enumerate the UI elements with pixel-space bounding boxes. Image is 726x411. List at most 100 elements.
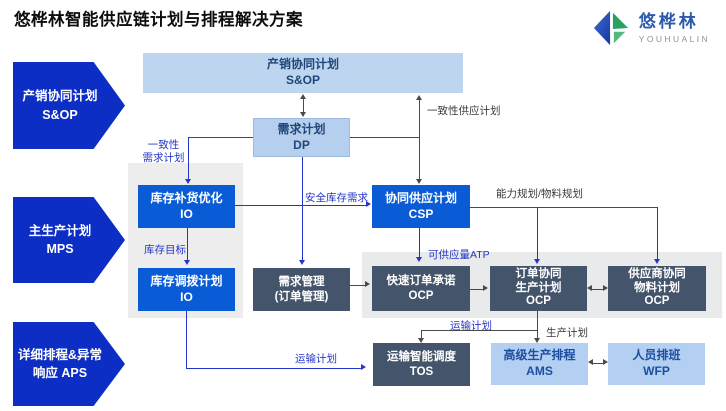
connector-io2-tos-h <box>186 368 361 369</box>
logo-text: 悠桦林 YOUHUALIN <box>639 13 710 44</box>
connector-dm-ocp1 <box>350 285 365 286</box>
arrowhead-into-csp <box>416 179 422 184</box>
logo-name-cn: 悠桦林 <box>638 11 699 31</box>
box-csp-line1: 协同供应计划 <box>384 190 457 205</box>
box-dp-line2: DP <box>293 137 310 152</box>
label-capacity-material: 能力规划/物料规划 <box>496 188 583 200</box>
arrowhead-wfp-ams <box>588 359 593 365</box>
arrowhead-ocp2-ocp3 <box>603 285 608 291</box>
chevron-mps: 主生产计划 MPS <box>13 197 125 283</box>
chevron-mps-line2: MPS <box>46 242 74 256</box>
chevron-aps: 详细排程&异常 响应 APS <box>13 322 125 406</box>
box-sop-line1: 产销协同计划 <box>266 57 339 72</box>
arrowhead-into-ocp2 <box>534 259 540 264</box>
label-consistent-supply: 一致性供应计划 <box>427 105 501 117</box>
connector-io2-down <box>186 311 187 368</box>
box-io2-line1: 库存调拨计划 <box>150 273 223 288</box>
arrowhead-up-sop-right <box>416 95 422 100</box>
box-wfp: 人员排班 WFP <box>608 343 705 385</box>
box-wfp-line2: WFP <box>643 364 670 378</box>
connector-ocp1-ocp2 <box>470 289 484 290</box>
connector-dp-dm-v <box>302 157 303 260</box>
connector-io1-csp <box>235 205 366 206</box>
connector-branch-tos-h <box>421 330 537 331</box>
label-production-plan: 生产计划 <box>546 327 588 339</box>
connector-branch-tos-v <box>421 330 422 338</box>
label-consistent-demand-line1: 一致性 <box>147 139 180 151</box>
chevron-aps-line2: 响应 APS <box>32 366 88 380</box>
label-transport-plan-left: 运输计划 <box>295 353 337 365</box>
arrowhead-into-ocp3 <box>654 259 660 264</box>
box-ocp2-line3: OCP <box>526 295 551 308</box>
box-io1-line2: IO <box>180 206 193 221</box>
box-ocp3-line3: OCP <box>644 295 670 308</box>
box-ocp-fast-order: 快速订单承诺 OCP <box>372 266 470 311</box>
chevron-mps-line1: 主生产计划 <box>28 223 92 238</box>
box-ocp1-line2: OCP <box>408 289 434 302</box>
box-io1-line1: 库存补货优化 <box>150 190 223 205</box>
box-csp-line2: CSP <box>408 206 434 221</box>
arrowhead-into-ams <box>534 338 540 343</box>
label-safety-stock: 安全库存需求 <box>305 192 368 204</box>
arrowhead-ams-wfp <box>603 359 608 365</box>
box-ocp2-line1: 订单协同 <box>515 268 562 281</box>
box-tos-line2: TOS <box>409 365 434 378</box>
box-ocp2-line2: 生产计划 <box>515 281 562 294</box>
chevron-aps-line1: 详细排程&异常 <box>17 347 103 362</box>
connector-dp-left-h <box>188 137 253 138</box>
arrowhead-ocp1-ocp2 <box>483 285 488 291</box>
box-ocp3-line1: 供应商协同 <box>628 268 686 281</box>
box-wfp-line1: 人员排班 <box>632 348 681 363</box>
box-dm-line1: 需求管理 <box>278 275 325 288</box>
label-consistent-demand-line2: 需求计划 <box>142 152 185 165</box>
box-tos: 运输智能调度 TOS <box>373 343 470 386</box>
box-dp: 需求计划 DP <box>253 118 350 157</box>
label-atp: 可供应量ATP <box>428 249 490 261</box>
arrowhead-into-io1 <box>185 179 191 184</box>
connector-sop-dp <box>303 98 304 116</box>
connector-ocp2-ocp3 <box>592 289 604 290</box>
connector-ams-wfp <box>593 363 604 364</box>
arrowhead-into-ocp1 <box>416 257 422 262</box>
box-demand-mgmt: 需求管理 (订单管理) <box>253 268 350 311</box>
page-title: 悠桦林智能供应链计划与排程解决方案 <box>14 11 303 29</box>
box-ocp-order-collab: 订单协同 生产计划 OCP <box>490 266 587 311</box>
connector-csp-ocp1 <box>419 228 420 257</box>
connector-branch-ocp3 <box>657 207 658 259</box>
connector-dp-right-h <box>350 137 419 138</box>
connector-ocp2-ams <box>537 311 538 338</box>
box-ocp-supplier-collab: 供应商协同 物料计划 OCP <box>608 266 706 311</box>
arrowhead-into-io2 <box>184 260 190 265</box>
arrowhead-ocp3-ocp2 <box>587 285 592 291</box>
connector-dp-io1-v <box>188 137 189 179</box>
box-csp: 协同供应计划 CSP <box>372 185 470 228</box>
connector-branch-ocp2 <box>537 207 538 259</box>
logo-diamond-icon <box>593 10 628 46</box>
box-io-replenish: 库存补货优化 IO <box>138 185 235 228</box>
box-dm-line2: (订单管理) <box>274 290 329 303</box>
arrowhead-dm-ocp1 <box>365 281 370 287</box>
chevron-sop-line2: S&OP <box>42 107 78 122</box>
box-sop: 产销协同计划 S&OP <box>143 53 463 93</box>
logo-name-en: YOUHUALIN <box>638 33 710 44</box>
box-tos-line1: 运输智能调度 <box>387 350 456 363</box>
box-ams-line1: 高级生产排程 <box>503 348 576 363</box>
arrowhead-up-sop <box>300 94 306 99</box>
arrowhead-into-tos-left <box>361 364 366 370</box>
box-dp-line1: 需求计划 <box>277 121 326 136</box>
connector-csp-right-h <box>470 207 657 208</box>
box-ams: 高级生产排程 AMS <box>491 343 588 385</box>
chevron-sop: 产销协同计划 S&OP <box>13 62 125 149</box>
box-ocp1-line1: 快速订单承诺 <box>386 274 456 287</box>
box-ocp3-line2: 物料计划 <box>634 281 680 294</box>
connector-supply-consistency-v <box>419 99 420 181</box>
label-inventory-target: 库存目标 <box>144 244 186 256</box>
arrowhead-into-dm <box>299 260 305 265</box>
connector-io1-io2 <box>187 228 188 260</box>
label-consistent-demand: 一致性 需求计划 <box>141 139 186 165</box>
arrowhead-down-dp <box>300 112 306 117</box>
arrowhead-into-csp-left <box>366 201 371 207</box>
box-ams-line2: AMS <box>526 364 553 378</box>
box-sop-line2: S&OP <box>285 73 320 87</box>
